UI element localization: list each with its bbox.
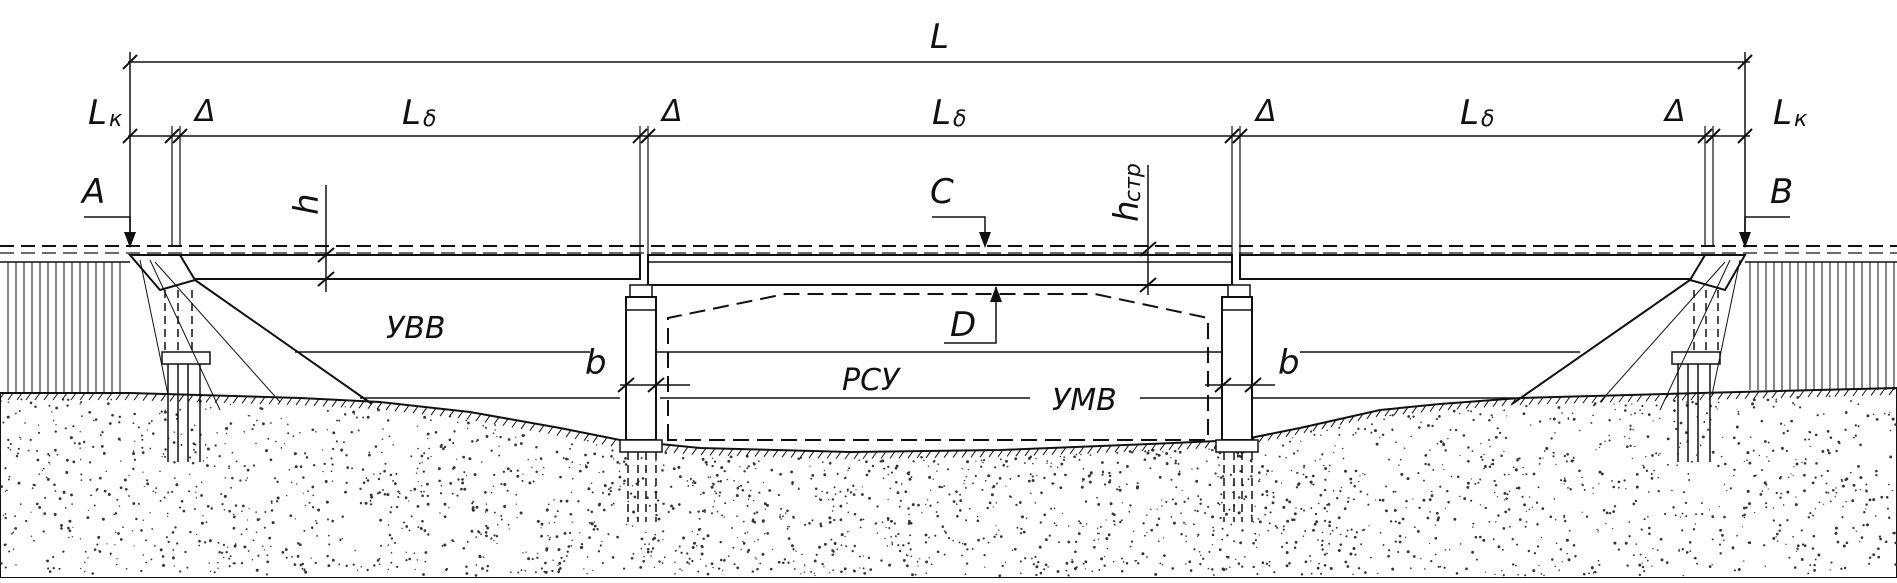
label-console-right: L к [1773,93,1808,133]
abutment-right [1511,254,1747,462]
svg-text:стр: стр [1121,163,1146,202]
pier-left [619,284,663,522]
label-point-b: B [1770,172,1793,212]
label-low-water: УМВ [1052,383,1117,418]
label-h-str: h стр [1107,163,1147,222]
abutment-left [127,254,373,462]
svg-text:L: L [88,93,107,133]
svg-text:L: L [402,93,421,133]
embankment-hatching [7,262,1895,392]
label-pier-width-left: b [585,343,607,383]
label-h: h [287,193,327,215]
label-beam-2: L δ [932,93,966,133]
water-levels [295,351,1580,399]
svg-text:δ: δ [423,107,436,132]
svg-text:δ: δ [1481,107,1494,132]
label-point-c: C [930,172,954,212]
label-gap-3: Δ [1254,94,1277,129]
label-total-span: L [930,17,949,57]
label-beam-3: L δ [1460,93,1494,133]
svg-text:δ: δ [953,107,966,132]
label-point-a: A [80,172,105,212]
road-level-line [0,245,1897,263]
beam-right [1239,254,1706,280]
label-gap-2: Δ [660,94,683,129]
svg-text:L: L [1773,93,1792,133]
label-point-d: D [950,305,976,345]
label-gap-1: Δ [193,94,216,129]
navigation-clearance-outline [667,293,1209,441]
svg-text:L: L [1460,93,1479,133]
label-beam-1: L δ [402,93,436,133]
svg-text:L: L [932,93,951,133]
labels: L L к L к Δ Δ Δ Δ L δ L δ L δ h h стр A [80,17,1808,418]
beam-middle [647,254,1233,286]
label-high-water: УВВ [386,311,445,346]
point-markers [84,216,1790,344]
svg-text:к: к [1794,107,1808,132]
soil-stipple [0,395,1897,578]
label-console-left: L к [88,93,123,133]
soil-body [0,386,1897,579]
pier-right [1215,284,1259,522]
superstructure-beams [179,254,1706,286]
label-pier-width-right: b [1278,343,1300,383]
label-gap-4: Δ [1663,94,1686,129]
svg-text:к: к [109,107,123,132]
beam-left [179,254,641,280]
label-design-level: РСУ [842,363,901,398]
svg-text:h: h [1107,200,1147,222]
dimension-lines [122,52,1753,393]
